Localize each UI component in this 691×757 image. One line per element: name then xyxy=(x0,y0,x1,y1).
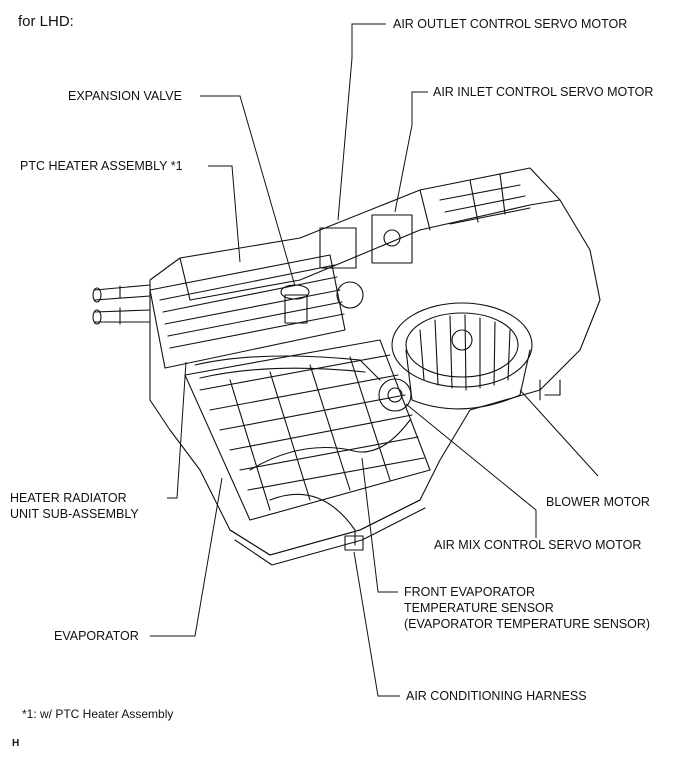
label-blower-motor: BLOWER MOTOR xyxy=(546,495,650,509)
label-air-inlet-servo: AIR INLET CONTROL SERVO MOTOR xyxy=(433,85,654,99)
leader-ptc-heater xyxy=(208,165,241,263)
leader-expansion-valve xyxy=(200,95,296,287)
leader-ac-harness xyxy=(353,551,400,697)
heater-core xyxy=(149,254,346,369)
blower-motor-part xyxy=(391,302,533,388)
label-expansion-valve: EXPANSION VALVE xyxy=(68,89,182,103)
leader-blower-motor xyxy=(519,389,599,477)
leader-air-mix-servo xyxy=(405,403,537,538)
label-heater-radiator-line1: HEATER RADIATOR xyxy=(10,491,127,505)
label-air-mix-servo: AIR MIX CONTROL SERVO MOTOR xyxy=(434,538,642,552)
label-air-outlet-servo: AIR OUTLET CONTROL SERVO MOTOR xyxy=(393,17,628,31)
label-evap-temp-sensor-line3: (EVAPORATOR TEMPERATURE SENSOR) xyxy=(404,617,651,631)
leader-heater-radiator xyxy=(167,361,187,499)
label-evap-temp-sensor-line2: TEMPERATURE SENSOR xyxy=(404,601,554,615)
heater-pipes xyxy=(94,284,151,323)
leader-air-inlet-servo xyxy=(394,91,428,213)
variant-heading: for LHD: xyxy=(18,13,74,30)
page-marker: H xyxy=(12,738,20,749)
air-outlet-servo-part xyxy=(319,227,357,269)
air-inlet-servo-part xyxy=(371,214,413,264)
leader-air-outlet-servo xyxy=(337,23,386,221)
label-ac-harness: AIR CONDITIONING HARNESS xyxy=(406,689,587,703)
evaporator-core xyxy=(184,339,431,521)
footnote: *1: w/ PTC Heater Assembly xyxy=(22,707,174,721)
label-evaporator: EVAPORATOR xyxy=(54,629,139,643)
leader-evaporator xyxy=(150,477,223,637)
air-mix-servo-part xyxy=(378,378,412,412)
hvac-case-outline xyxy=(149,167,601,556)
label-evap-temp-sensor-line1: FRONT EVAPORATOR xyxy=(404,585,536,599)
leader-evap-temp-sensor xyxy=(361,457,398,593)
label-heater-radiator-line2: UNIT SUB-ASSEMBLY xyxy=(10,507,139,521)
label-ptc-heater: PTC HEATER ASSEMBLY *1 xyxy=(20,159,183,173)
